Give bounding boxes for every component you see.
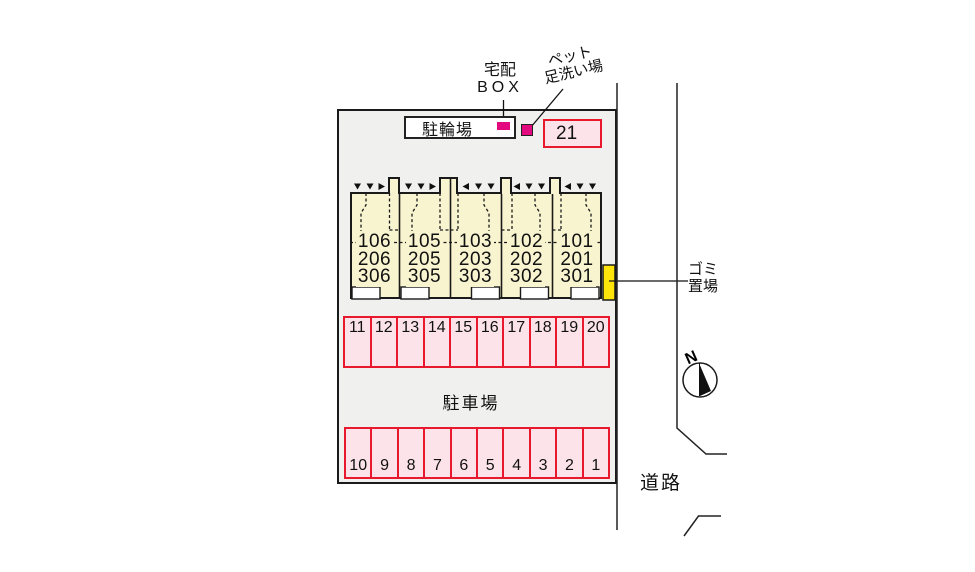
room-number: 205 <box>405 248 444 270</box>
room-number: 301 <box>558 266 596 287</box>
parking-stall: 17 <box>502 316 531 368</box>
parking-stall: 18 <box>528 316 557 368</box>
parking-stall: 1 <box>581 427 611 479</box>
parking-stall: 16 <box>475 316 504 368</box>
parking-stall: 11 <box>343 316 372 368</box>
pet-wash-marker <box>521 124 533 136</box>
parking-stall: 5 <box>476 427 505 479</box>
parking-stall: 6 <box>449 427 479 479</box>
room-number: 302 <box>507 266 546 287</box>
pet-wash-label: ペット 足洗い場 <box>542 43 605 88</box>
delivery-box-label: 宅配 BOX <box>477 62 523 96</box>
room-number: 303 <box>456 266 495 287</box>
stair-tower <box>388 177 400 194</box>
parking-stall: 20 <box>581 316 610 368</box>
garbage-area-label: ゴミ 置場 <box>688 261 719 295</box>
unit-room-numbers: 106 206 306 <box>350 231 399 287</box>
parking-stall: 19 <box>555 316 584 368</box>
stair-tower <box>439 177 458 194</box>
parking-stall: 13 <box>396 316 425 368</box>
stall-number: 21 <box>556 122 578 144</box>
parking-row-1-10: 10 9 8 7 6 5 4 3 2 1 <box>344 427 611 479</box>
parking-row-11-20: 11 12 13 14 15 16 17 18 19 20 <box>343 316 610 368</box>
unit-room-numbers: 101 201 301 <box>552 231 602 287</box>
parking-stall-21: 21 <box>543 119 602 148</box>
unit-room-numbers: 105 205 305 <box>399 231 450 287</box>
room-number: 203 <box>456 248 495 270</box>
delivery-box-marker <box>497 122 510 130</box>
room-number: 305 <box>405 266 444 287</box>
stair-tower <box>549 177 561 194</box>
parking-stall: 3 <box>528 427 558 479</box>
bicycle-parking-box: 駐輪場 <box>404 116 516 139</box>
parking-stall: 2 <box>555 427 584 479</box>
room-number: 202 <box>507 248 546 270</box>
compass-north-label: N <box>683 348 700 368</box>
room-number: 306 <box>355 266 394 287</box>
parking-stall: 15 <box>449 316 478 368</box>
unit-room-numbers: 103 203 303 <box>450 231 501 287</box>
parking-stall: 9 <box>370 427 399 479</box>
parking-stall: 14 <box>422 316 451 368</box>
unit-room-numbers: 102 202 302 <box>501 231 552 287</box>
parking-area-label: 駐車場 <box>442 394 500 413</box>
parking-stall: 8 <box>396 427 426 479</box>
parking-stall: 7 <box>423 427 452 479</box>
parking-stall: 10 <box>344 427 373 479</box>
stair-tower <box>500 177 512 194</box>
room-number: 206 <box>355 248 394 270</box>
room-number: 201 <box>558 248 596 270</box>
parking-stall: 12 <box>369 316 398 368</box>
road-label: 道路 <box>640 473 683 494</box>
parking-stall: 4 <box>502 427 531 479</box>
bicycle-parking-label: 駐輪場 <box>422 121 474 139</box>
compass-icon: N <box>682 348 718 398</box>
